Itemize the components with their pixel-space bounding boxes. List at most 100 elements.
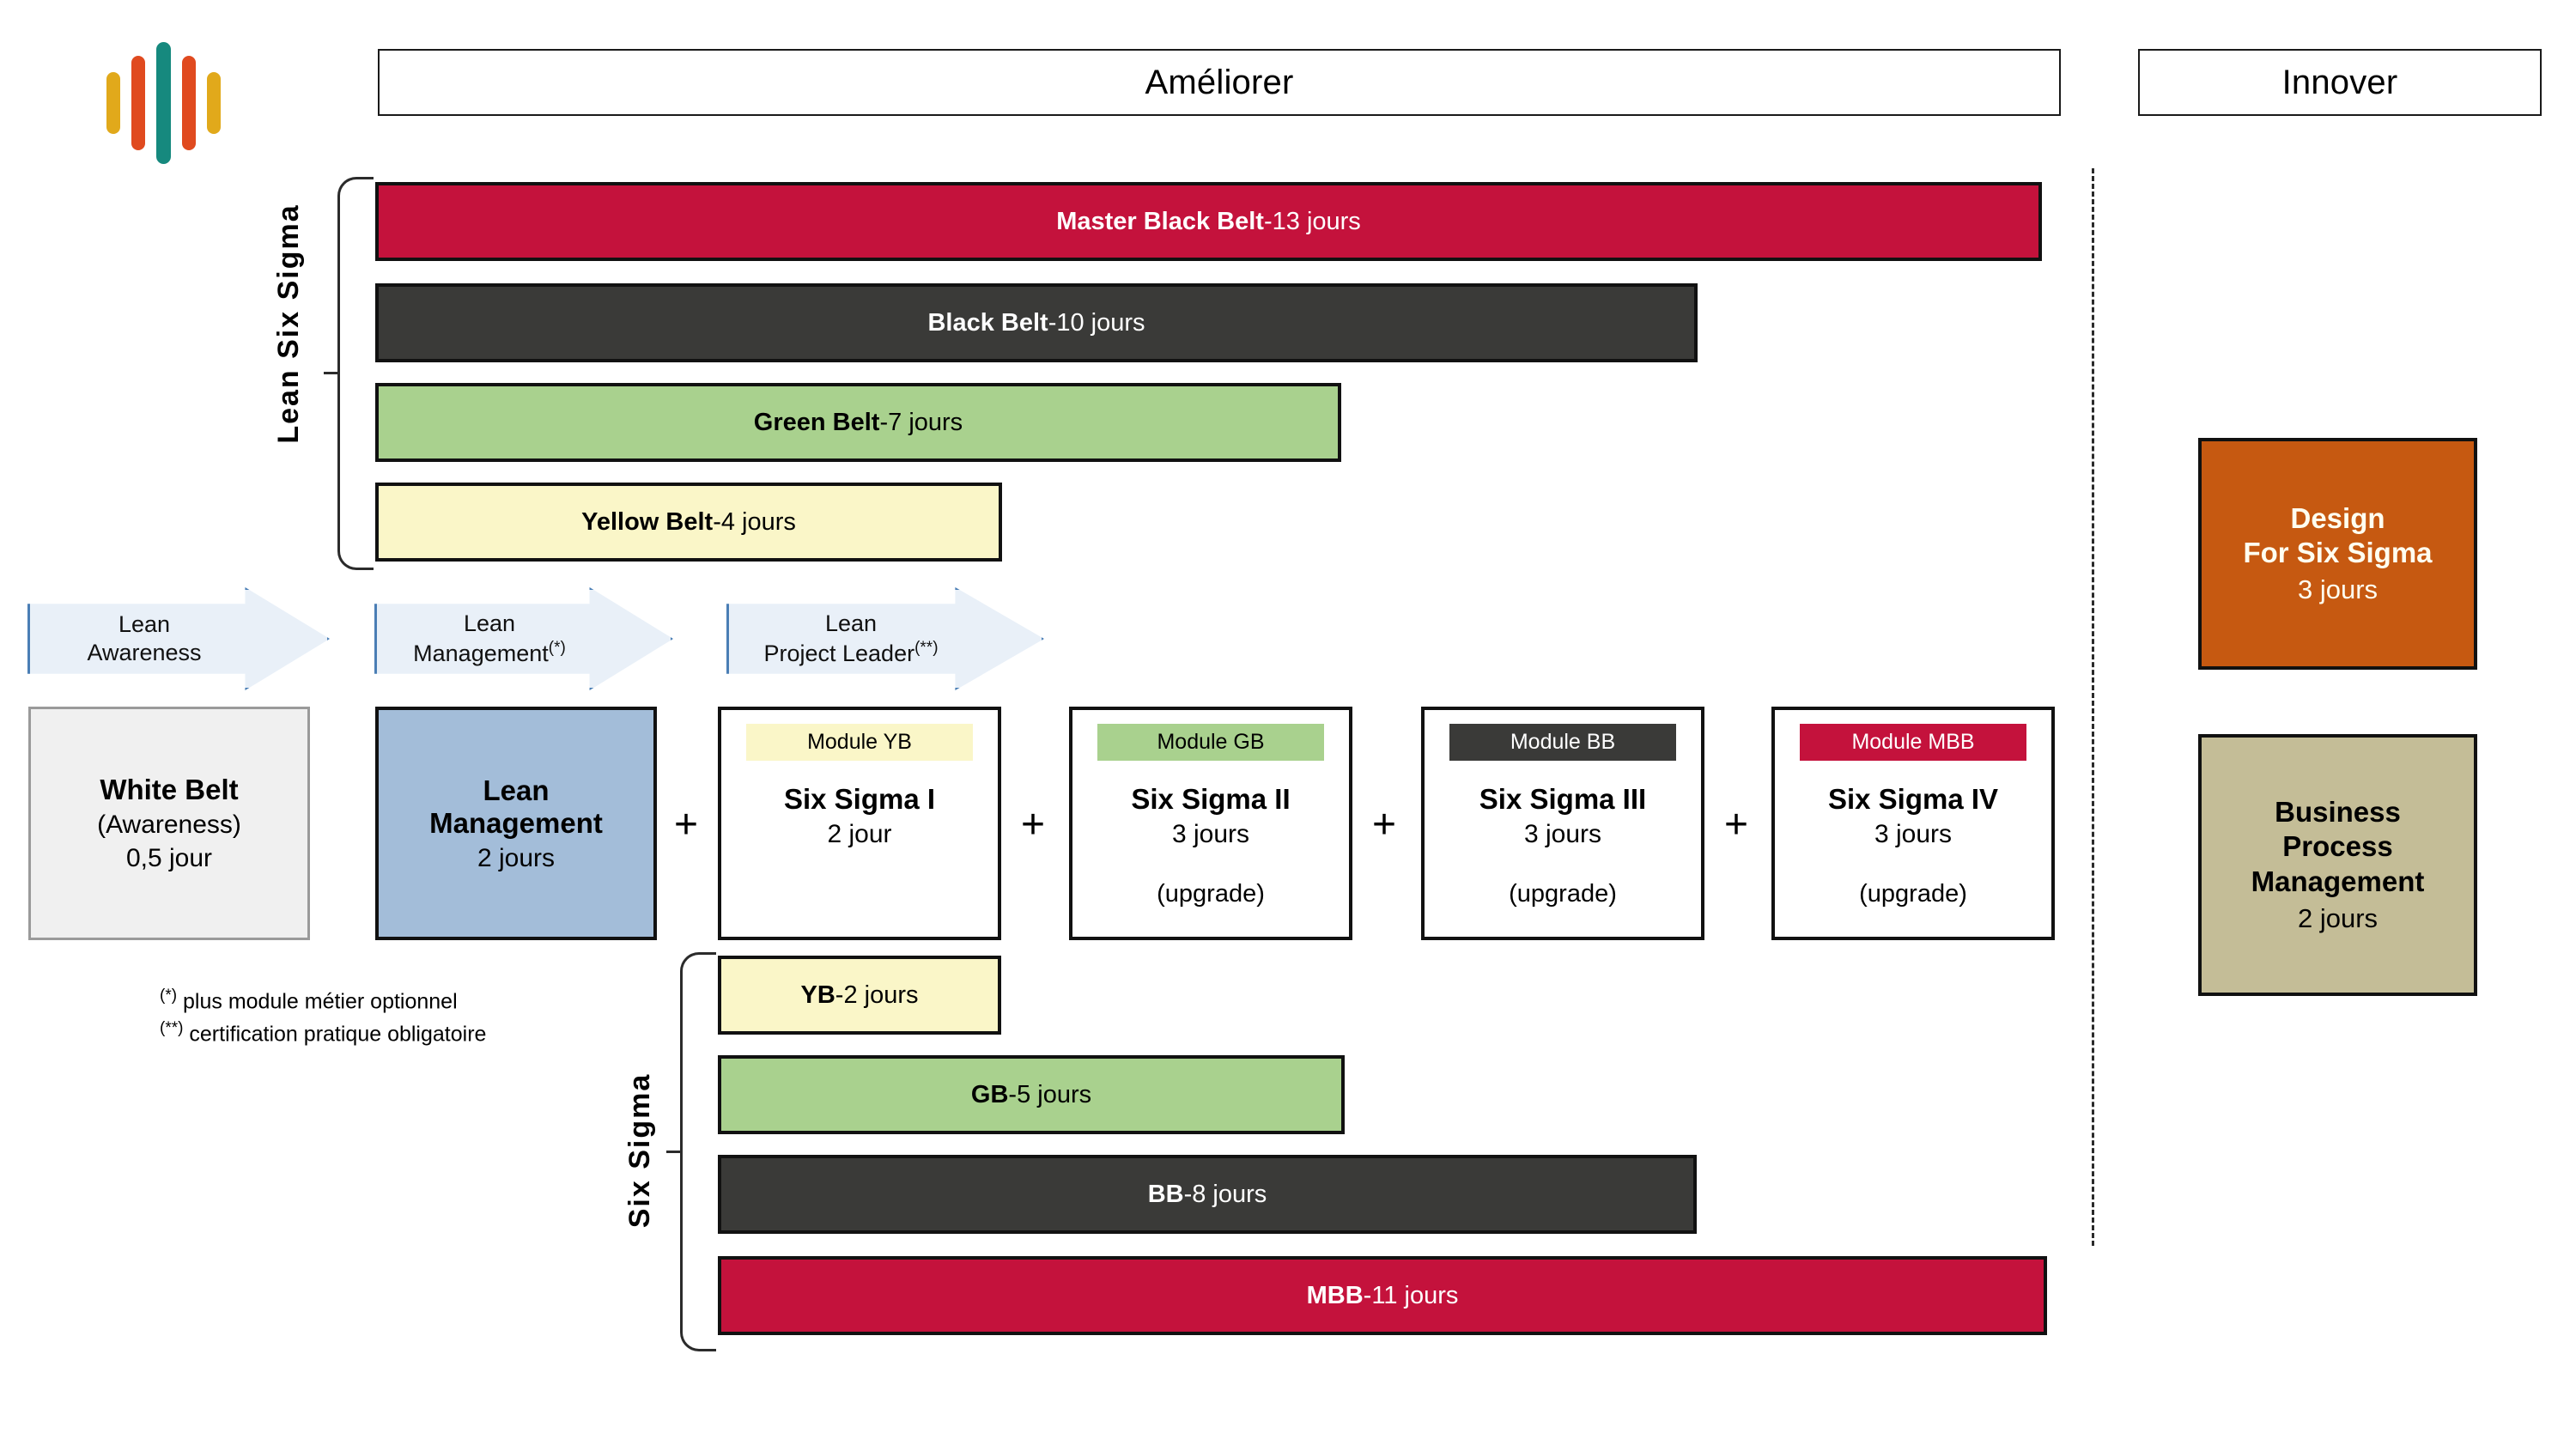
bar-black-belt: Black Belt - 10 jours (375, 283, 1698, 362)
bar-green-belt: Green Belt - 7 jours (375, 383, 1341, 462)
course-six-sigma-2-duration: 3 jours (1171, 820, 1250, 848)
footnotes: (*) plus module métier optionnel (**) ce… (160, 985, 761, 1050)
course-six-sigma-4: Module MBB Six Sigma IV 3 jours (upgrade… (1771, 707, 2055, 940)
plus-sign-2: + (1013, 798, 1053, 850)
course-six-sigma-1-module-tag: Module YB (745, 724, 974, 761)
bar-gb: GB - 5 jours (718, 1055, 1345, 1134)
footnote-1: (*) plus module métier optionnel (160, 985, 761, 1017)
logo-bar-5 (206, 72, 221, 134)
bar-master-black-belt-sep: - (1263, 207, 1273, 235)
course-six-sigma-1: Module YB Six Sigma I 2 jour (718, 707, 1001, 940)
lean-six-sigma-bracket (337, 177, 374, 570)
innover-business-process-management: Business Process Management 2 jours (2198, 734, 2477, 996)
course-six-sigma-4-upgrade: (upgrade) (1859, 880, 1967, 908)
logo-bar-3 (155, 42, 171, 164)
header-innover: Innover (2138, 49, 2542, 116)
course-six-sigma-2-module-tag: Module GB (1097, 724, 1325, 761)
course-six-sigma-4-module-tag: Module MBB (1799, 724, 2027, 761)
header-ameliorer: Améliorer (378, 49, 2061, 116)
six-sigma-bracket-nub (666, 1151, 680, 1153)
arrow-lean-management-line2: Management (413, 641, 549, 666)
arrow-lean-project-leader: Lean Project Leader(**) (726, 587, 1044, 690)
bar-mbb-name: MBB (1306, 1281, 1364, 1309)
footnote-1-marker: (*) (160, 987, 178, 1005)
bar-green-belt-name: Green Belt (753, 408, 880, 436)
course-six-sigma-3-module-tag: Module BB (1449, 724, 1677, 761)
bar-gb-duration: 5 jours (1017, 1080, 1092, 1108)
plus-sign-4: + (1716, 798, 1756, 850)
innover-dfss-line2: For Six Sigma (2243, 537, 2433, 569)
footnote-2-marker: (**) (160, 1018, 184, 1037)
innover-design-for-six-sigma: Design For Six Sigma 3 jours (2198, 438, 2477, 670)
bar-yb-sep: - (835, 981, 844, 1009)
bar-mbb-sep: - (1363, 1281, 1372, 1309)
bar-master-black-belt-name: Master Black Belt (1056, 207, 1264, 235)
footnote-2: (**) certification pratique obligatoire (160, 1017, 761, 1050)
bar-master-black-belt: Master Black Belt - 13 jours (375, 182, 2042, 261)
lean-six-sigma-bracket-nub (324, 372, 337, 374)
bar-bb-duration: 8 jours (1192, 1180, 1267, 1208)
bar-black-belt-sep: - (1048, 308, 1057, 337)
logo-bar-2 (131, 56, 145, 150)
arrow-lean-awareness: Lean Awareness (27, 587, 330, 690)
plus-sign-2-label: + (1020, 801, 1046, 847)
course-white-belt-subtitle: (Awareness) (97, 811, 241, 839)
header-innover-label: Innover (2281, 63, 2398, 101)
arrow-lean-project-leader-marker: (**) (914, 639, 939, 657)
logo-bar-4 (181, 56, 196, 150)
plus-sign-1-label: + (673, 801, 699, 847)
arrow-lean-awareness-line2: Awareness (87, 640, 202, 665)
bar-bb-name: BB (1147, 1180, 1184, 1208)
footnote-2-text: certification pratique obligatoire (183, 1022, 487, 1047)
arrow-lean-management-line2-wrap: Management(*) (413, 638, 566, 668)
six-sigma-group-label: Six Sigma (623, 1072, 656, 1229)
bar-yb-duration: 2 jours (843, 981, 919, 1009)
innover-bpm-line2: Process (2282, 830, 2393, 863)
bar-yellow-belt-duration: 4 jours (720, 507, 796, 536)
plus-sign-4-label: + (1723, 801, 1749, 847)
course-six-sigma-4-title: Six Sigma IV (1827, 783, 1999, 815)
innover-bpm-duration: 2 jours (2297, 902, 2379, 933)
course-six-sigma-3-title: Six Sigma III (1479, 783, 1647, 815)
innover-dfss-line1: Design (2290, 501, 2385, 534)
header-ameliorer-label: Améliorer (1145, 63, 1294, 101)
bar-mbb: MBB - 11 jours (718, 1256, 2047, 1335)
arrow-lean-management-marker: (*) (548, 639, 566, 657)
bar-bb-sep: - (1183, 1180, 1193, 1208)
arrow-lean-project-leader-line1: Lean (824, 610, 878, 637)
arrow-lean-project-leader-line2: Project Leader (763, 641, 915, 666)
bar-green-belt-sep: - (879, 408, 889, 436)
arrow-lean-management: Lean Management(*) (374, 587, 673, 690)
course-lean-management-duration: 2 jours (477, 843, 556, 872)
course-white-belt-title: White Belt (100, 774, 239, 805)
bar-master-black-belt-duration: 13 jours (1272, 207, 1361, 235)
course-lean-management-title-line1: Lean (483, 774, 550, 806)
bar-yellow-belt-sep: - (713, 507, 721, 536)
course-white-belt: White Belt (Awareness) 0,5 jour (28, 707, 310, 940)
section-divider (2092, 168, 2094, 1246)
bar-bb: BB - 8 jours (718, 1155, 1697, 1234)
innover-bpm-line1: Business (2275, 796, 2401, 829)
bar-yb-name: YB (800, 981, 835, 1009)
bar-yellow-belt: Yellow Belt - 4 jours (375, 483, 1002, 562)
bar-black-belt-name: Black Belt (927, 308, 1048, 337)
course-six-sigma-3-upgrade: (upgrade) (1509, 880, 1617, 908)
course-six-sigma-2-title: Six Sigma II (1131, 783, 1291, 815)
bar-yellow-belt-name: Yellow Belt (581, 507, 714, 536)
logo-bar-1 (106, 72, 120, 134)
bar-mbb-duration: 11 jours (1371, 1281, 1459, 1309)
bar-yb: YB - 2 jours (718, 956, 1001, 1035)
arrow-lean-awareness-line1: Lean (118, 611, 171, 638)
course-lean-management-title-line2: Management (429, 806, 603, 839)
plus-sign-3: + (1364, 798, 1404, 850)
course-six-sigma-1-title: Six Sigma I (783, 783, 936, 815)
company-logo (94, 42, 232, 164)
arrow-lean-management-line1: Lean (463, 610, 516, 637)
course-six-sigma-1-duration: 2 jour (827, 820, 892, 848)
plus-sign-1: + (666, 798, 706, 850)
course-six-sigma-4-duration: 3 jours (1874, 820, 1953, 848)
bar-green-belt-duration: 7 jours (888, 408, 963, 436)
course-lean-management: Lean Management 2 jours (375, 707, 657, 940)
arrow-lean-project-leader-line2-wrap: Project Leader(**) (763, 638, 938, 668)
lean-six-sigma-group-label: Lean Six Sigma (271, 203, 305, 444)
